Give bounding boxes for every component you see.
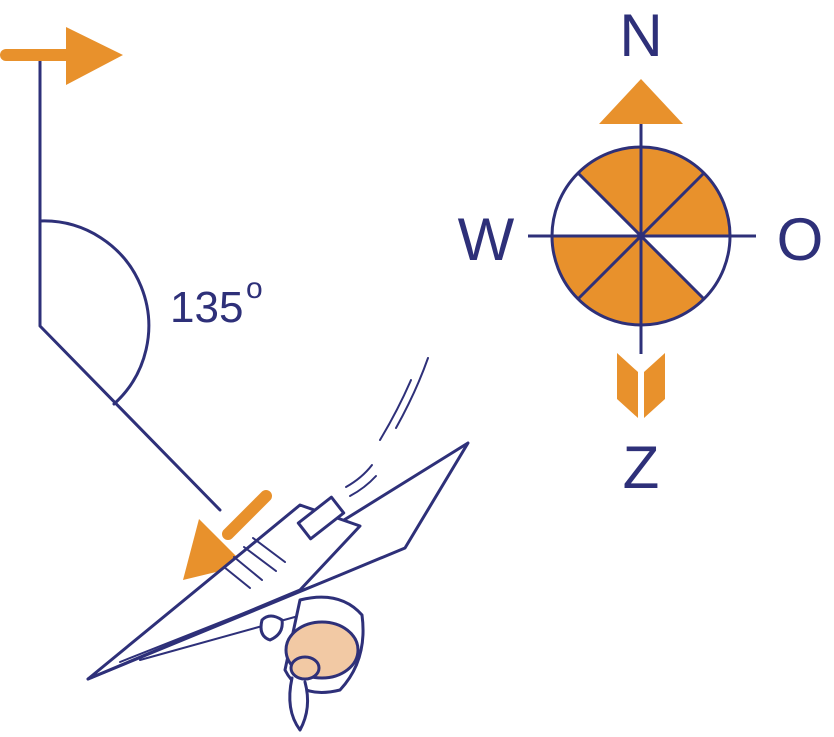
compass-north-label: N [619,2,662,69]
compass-east-label: O [777,206,824,273]
compass-west-label: W [458,206,515,273]
heading-lines [38,56,222,512]
motion-lines [345,357,429,497]
compass-sector [641,146,704,236]
pilot-hand [259,614,284,642]
pilot-scarf [288,676,310,732]
reference-arrow-icon [0,27,123,85]
angle-arc [38,219,151,406]
compass-sector [641,236,704,326]
north-reference-line [38,56,222,512]
north-pointer-icon [599,79,683,124]
compass-sector [578,146,641,236]
compass-sector [641,173,731,236]
plane-cockpit [296,495,346,541]
compass-rose-icon [528,79,756,418]
compass-south-label: Z [623,434,660,501]
angle-label: 135 [170,283,243,332]
compass-sector [551,236,641,299]
pilot-goggles [289,655,321,681]
compass-sector [578,236,641,326]
angle-degree-mark: o [246,272,263,305]
paper-plane-pilot-icon [86,441,470,732]
south-tail-icon [617,353,665,418]
